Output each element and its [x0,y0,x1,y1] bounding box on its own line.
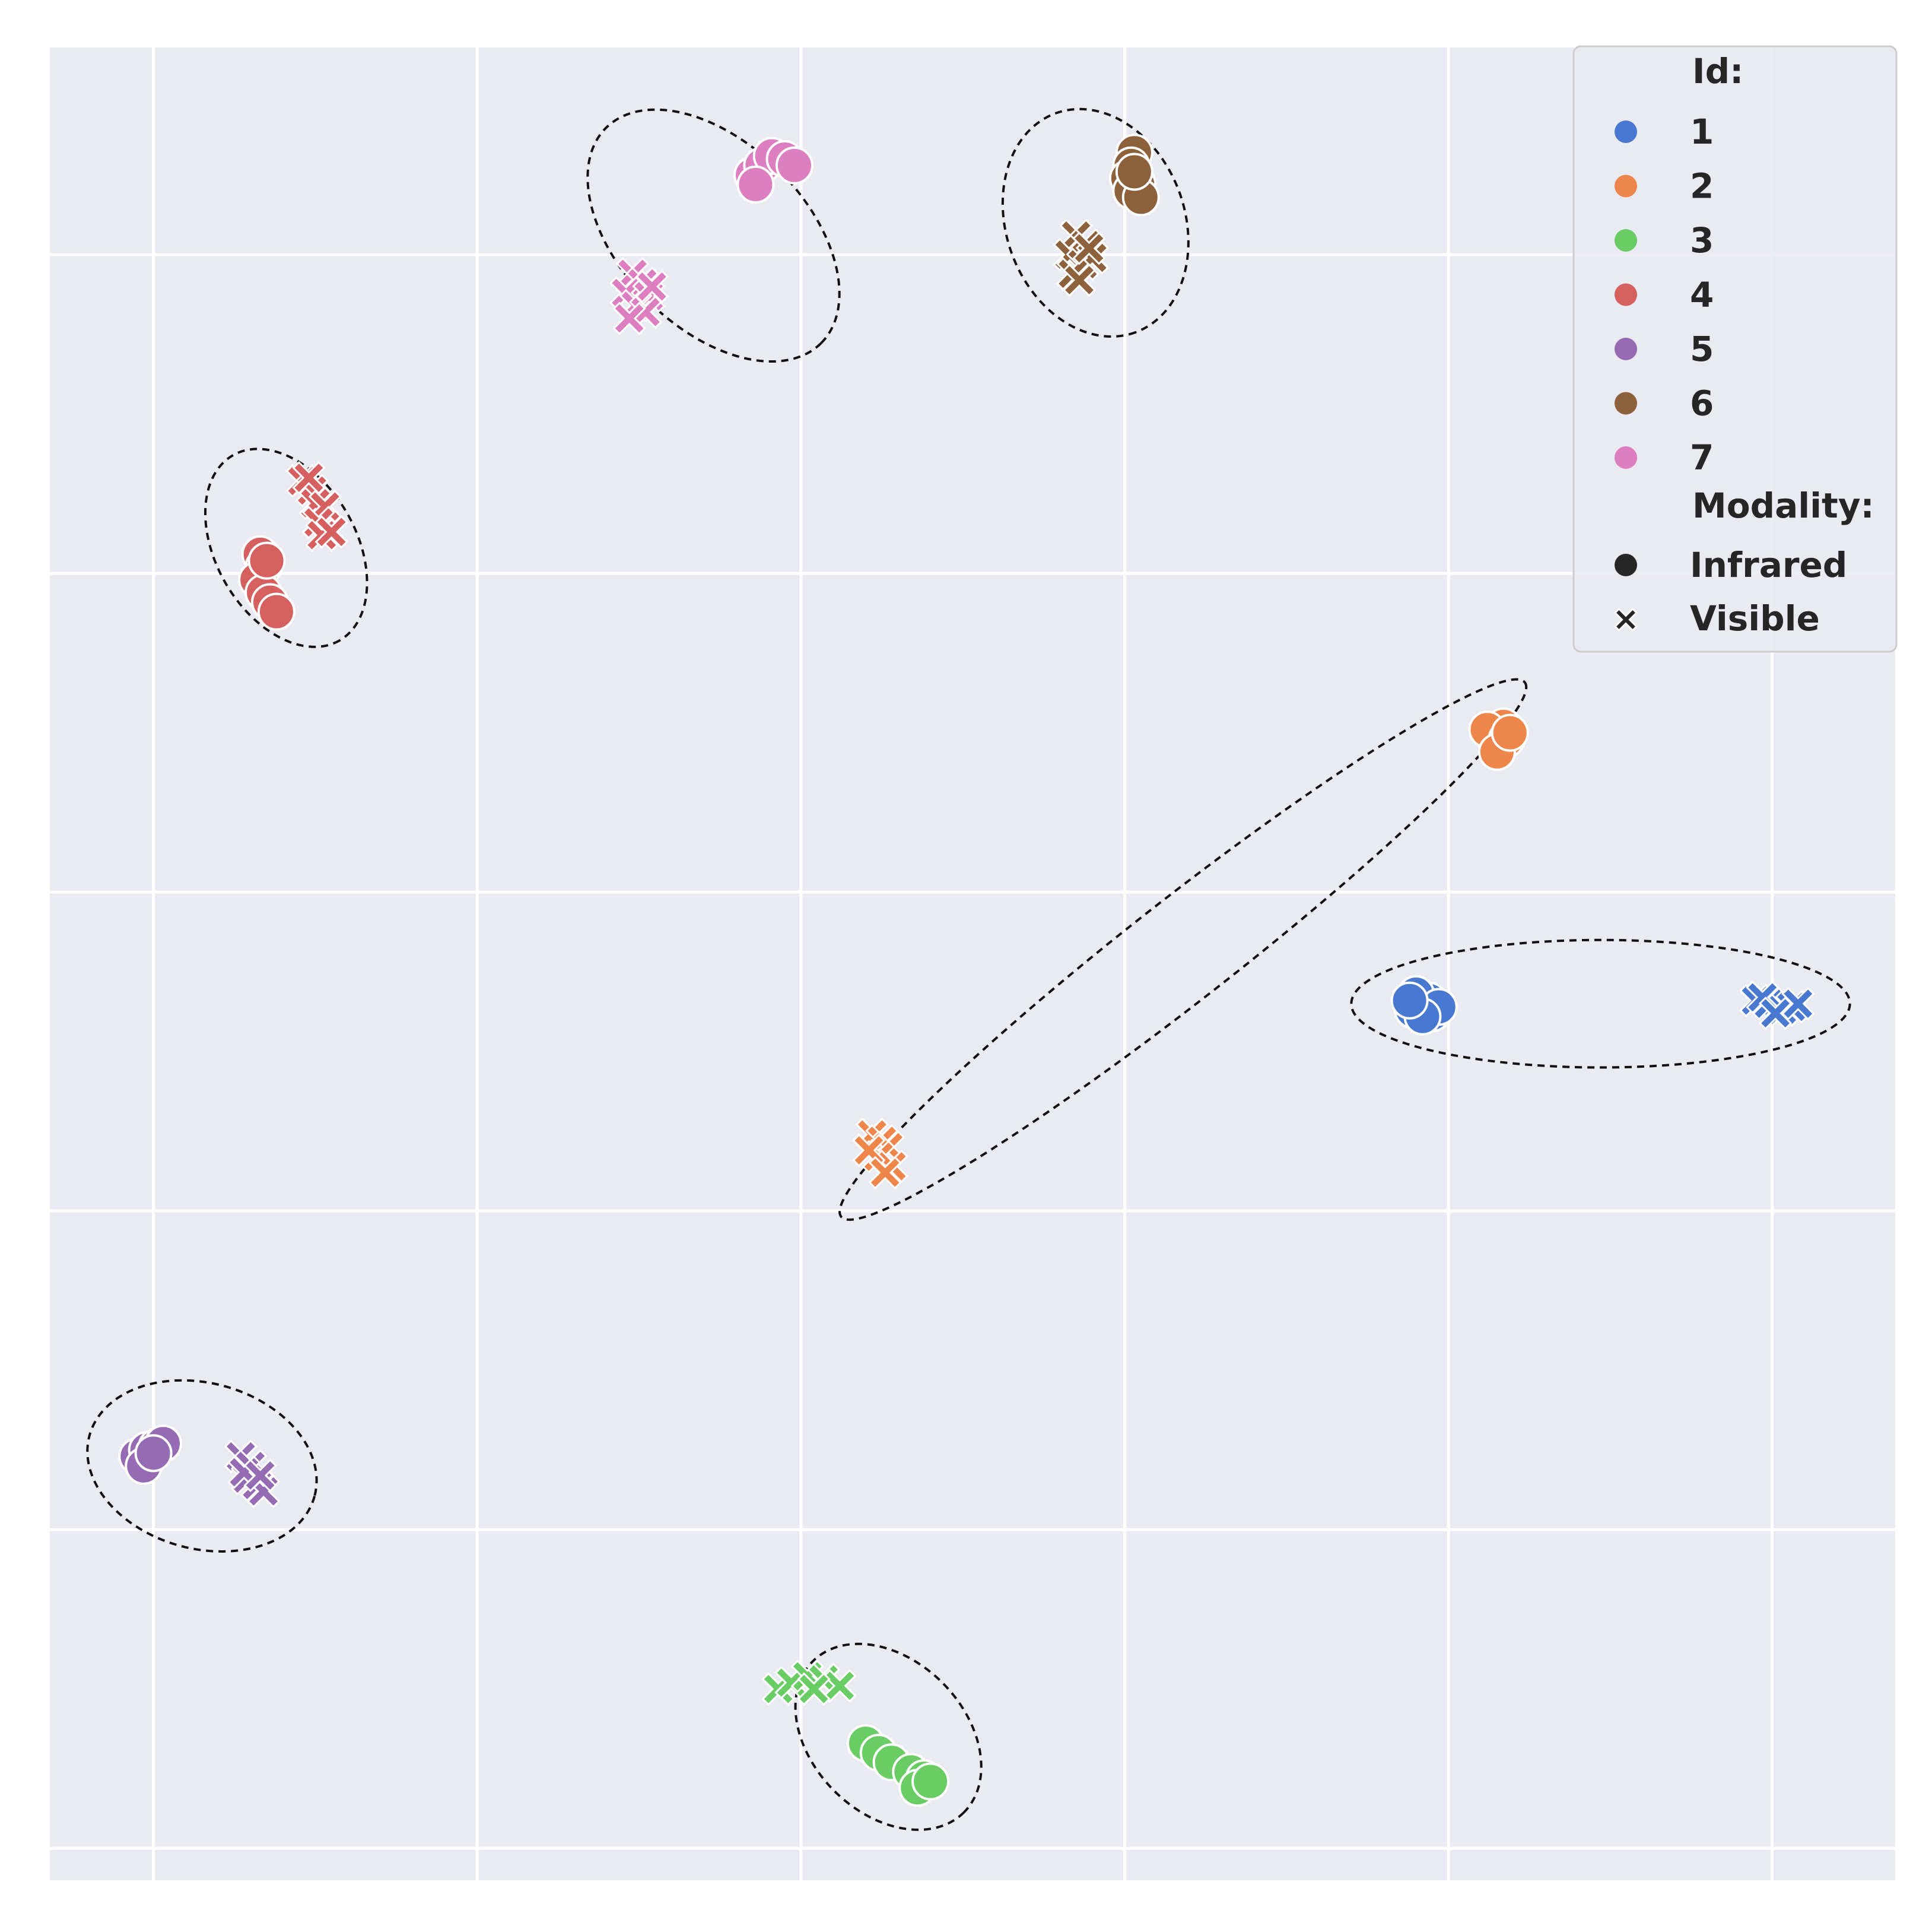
data-point [736,165,775,204]
legend-label-id: 6 [1690,383,1714,424]
data-point [612,302,646,335]
cluster-ellipse [794,1642,983,1831]
series-id-6-visible [1053,218,1109,297]
series-id-6-infrared [1108,134,1160,217]
data-point [243,1458,277,1493]
cluster-ellipse [1001,107,1190,338]
series-id-7-visible [609,257,669,335]
legend-style-title: Modality: [1692,485,1874,526]
legend-label-id: 2 [1690,166,1714,207]
data-points [118,134,1815,1807]
legend-marker-id [1615,120,1637,143]
data-point [797,1672,831,1706]
data-point [1781,987,1815,1021]
legend-label-id: 3 [1690,220,1714,261]
data-point [1759,997,1793,1030]
data-point [292,461,326,495]
data-point [1072,231,1106,265]
cluster-ellipse [1350,938,1851,1069]
legend-marker-id [1615,338,1637,360]
legend-marker-modality [1615,554,1637,576]
series-id-3-visible [761,1659,857,1706]
series-id-4-visible [285,461,348,552]
data-point [1115,153,1154,191]
legend-marker-id [1615,392,1637,415]
cluster-ellipse [86,1379,318,1553]
cluster-ellipses [86,107,1851,1831]
legend-label-id: 1 [1690,112,1714,152]
data-point [1491,713,1529,752]
legend-box [1572,45,1898,653]
legend-marker-id [1615,229,1637,252]
series-id-1-visible [1739,980,1815,1030]
data-point [868,1156,902,1189]
legend-hue-title: Id: [1692,51,1743,91]
data-point [257,592,295,631]
legend-marker-id [1615,446,1637,469]
series-id-5-visible [224,1439,281,1508]
series-id-4-infrared [238,535,295,631]
legend-label-id: 5 [1690,329,1714,369]
legend-marker-id [1615,283,1637,306]
series-id-7-infrared [733,137,814,204]
series-id-2-infrared [1468,707,1529,771]
legend-label-id: 7 [1690,437,1714,478]
series-id-1-infrared [1390,975,1458,1036]
cluster-ellipse [204,448,368,648]
series-id-5-infrared [118,1424,182,1485]
data-point [314,515,348,549]
data-point [134,1434,173,1473]
legend-label-modality: Infrared [1690,545,1847,585]
legend-label-modality: Visible [1690,598,1820,639]
data-point [635,269,669,303]
legend-id-entries: 1 2 3 4 5 6 7 [1615,112,1714,478]
data-point [247,541,286,580]
legend-marker-modality [1613,607,1638,632]
series-id-3-infrared [846,1724,950,1807]
data-point [911,1762,950,1801]
data-point [1062,263,1097,297]
data-point [775,146,814,185]
legend-label-id: 4 [1690,275,1714,315]
data-point [1390,981,1429,1020]
cluster-ellipse [586,108,841,363]
legend-marker-id [1615,174,1637,198]
series-id-2-visible [852,1118,908,1189]
cluster-ellipse [838,678,1528,1221]
